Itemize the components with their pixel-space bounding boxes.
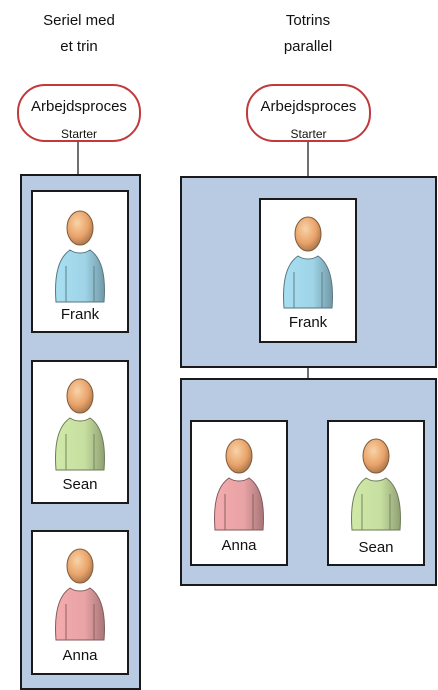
person-name: Anna — [221, 537, 257, 554]
serial-heading-line1: Seriel med — [43, 12, 115, 29]
parallel-heading-line1: Totrins — [285, 12, 331, 29]
person-icon — [283, 216, 333, 309]
person-icon — [214, 438, 264, 531]
serial-person-card: Sean — [31, 360, 129, 504]
serial-heading: Seriel med et trin — [20, 8, 138, 60]
parallel-heading-line2: parallel — [283, 38, 333, 55]
person-name: Frank — [60, 306, 100, 323]
start-node-title: Arbejdsproces — [260, 98, 357, 115]
start-node-subtitle: Starter — [60, 127, 97, 141]
parallel-person-card: Sean — [327, 420, 425, 566]
person-name: Sean — [358, 539, 394, 556]
person-name: Frank — [288, 314, 328, 331]
person-name: Anna — [62, 647, 98, 664]
parallel-heading: Totrins parallel — [254, 8, 362, 60]
person-icon — [351, 438, 401, 531]
serial-person-card: Anna — [31, 530, 129, 675]
serial-start-node: Arbejdsproces Starter — [17, 84, 141, 142]
parallel-person-card: Anna — [190, 420, 288, 566]
parallel-person-card: Frank — [259, 198, 357, 343]
person-icon — [55, 378, 105, 471]
serial-person-card: Frank — [31, 190, 129, 333]
start-node-subtitle: Starter — [290, 127, 327, 141]
parallel-start-node: Arbejdsproces Starter — [246, 84, 371, 142]
person-name: Sean — [62, 476, 98, 493]
serial-heading-line2: et trin — [60, 38, 98, 55]
person-icon — [55, 210, 105, 303]
start-node-title: Arbejdsproces — [31, 98, 127, 115]
person-icon — [55, 548, 105, 641]
